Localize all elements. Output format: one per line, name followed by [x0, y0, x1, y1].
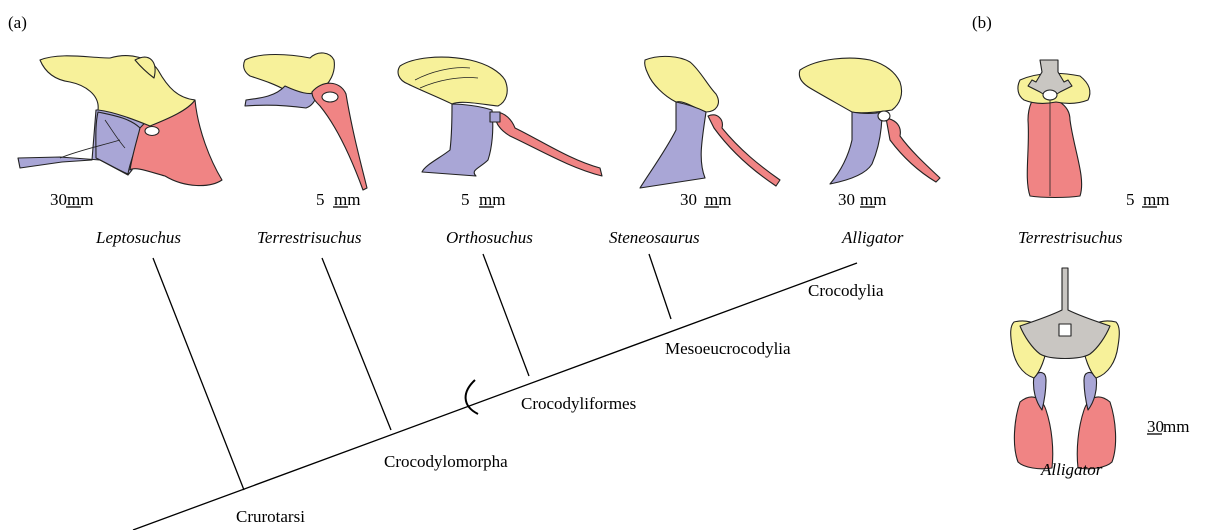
scale-unit: mm	[705, 190, 731, 209]
branch-steneosaurus	[649, 254, 671, 319]
clade-label: Crocodylia	[808, 281, 884, 300]
taxon-label: Orthosuchus	[446, 228, 533, 247]
taxon-label: Steneosaurus	[609, 228, 700, 247]
taxon-label: Alligator	[1040, 460, 1103, 479]
crocodyliformes-node-arc	[466, 380, 478, 414]
scale-value: 30	[680, 190, 697, 209]
cladogram-spine	[133, 263, 857, 530]
branch-terrestrisuchus	[322, 258, 391, 430]
terrestrisuchus-pelvis-view-b	[1018, 60, 1090, 198]
scale-unit: mm	[479, 190, 505, 209]
scale-value: 5	[1126, 190, 1135, 209]
scale-unit: mm	[1143, 190, 1169, 209]
scale-unit: mm	[1163, 417, 1189, 436]
branch-leptosuchus	[153, 258, 244, 490]
panel-a-label: (a)	[8, 13, 27, 32]
taxon-label: Alligator	[841, 228, 904, 247]
cladogram	[133, 254, 857, 530]
terrestrisuchus-pelvis-drawing	[244, 53, 367, 190]
steneosaurus-pelvis-drawing	[640, 56, 780, 188]
taxon-label: Leptosuchus	[95, 228, 181, 247]
scale-value: 5	[461, 190, 470, 209]
taxon-label: Terrestrisuchus	[1018, 228, 1123, 247]
alligator-pelvis-drawing-a	[799, 58, 940, 184]
branch-orthosuchus	[483, 254, 529, 376]
alligator-pelvis-view-b	[1011, 268, 1120, 469]
scale-value: 30	[838, 190, 855, 209]
scale-unit: mm	[67, 190, 93, 209]
scale-unit: mm	[334, 190, 360, 209]
scale-value: 30	[50, 190, 67, 209]
panel-b-label: (b)	[972, 13, 992, 32]
scale-value: 30	[1147, 417, 1164, 436]
scale-unit: mm	[860, 190, 886, 209]
orthosuchus-pelvis-drawing	[398, 57, 602, 176]
scale-value: 5	[316, 190, 325, 209]
clade-label: Crocodylomorpha	[384, 452, 508, 471]
clade-label: Crocodyliformes	[521, 394, 636, 413]
taxon-label: Terrestrisuchus	[257, 228, 362, 247]
leptosuchus-pelvis-drawing	[18, 56, 222, 186]
clade-label: Mesoeucrocodylia	[665, 339, 791, 358]
clade-label: Crurotarsi	[236, 507, 305, 526]
